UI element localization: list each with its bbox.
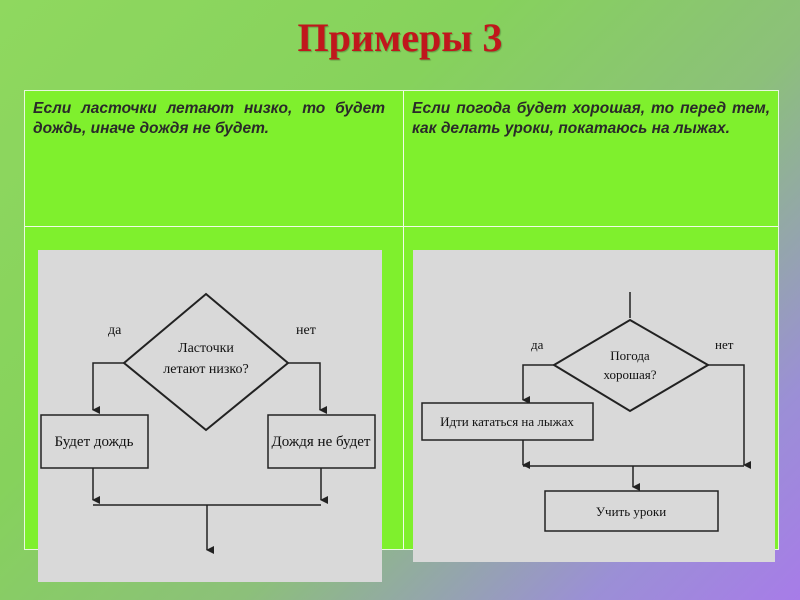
no-branch-line xyxy=(708,364,751,469)
decision-text-line2: хорошая? xyxy=(603,367,656,382)
condition-text-right: Если погода будет хорошая, то перед тем,… xyxy=(412,100,770,137)
table-column-divider xyxy=(403,91,404,549)
yes-branch-line xyxy=(92,362,124,414)
process-box-lessons xyxy=(544,490,719,532)
process-box-ski xyxy=(421,402,594,441)
no-branch-line xyxy=(288,362,327,414)
condition-text-left: Если ласточки летают низко, то будет дож… xyxy=(33,100,385,137)
process-box-no-rain-label: Дождя не будет xyxy=(272,434,371,450)
yes-branch-line xyxy=(522,364,554,404)
decision-diamond xyxy=(122,292,290,432)
slide-title: Примеры 3 xyxy=(297,15,503,60)
decision-diamond xyxy=(552,318,710,413)
flowchart-weather: Погода хорошая? да нет Идти кататься на … xyxy=(413,250,775,562)
yes-label: да xyxy=(531,337,544,352)
decision-text-line1: Ласточки xyxy=(178,341,234,356)
table-row-divider xyxy=(25,226,778,227)
process-box-rain xyxy=(40,414,149,469)
process-box-rain-label: Будет дождь xyxy=(55,434,134,450)
decision-text-line2: летают низко? xyxy=(163,362,248,377)
no-label: нет xyxy=(296,323,316,338)
process-box-ski-label: Идти кататься на лыжах xyxy=(440,414,574,429)
process-box-no-rain xyxy=(267,414,376,469)
yes-label: да xyxy=(108,323,122,338)
process-box-lessons-label: Учить уроки xyxy=(596,504,666,519)
decision-text-line1: Погода xyxy=(610,348,650,363)
no-label: нет xyxy=(715,337,734,352)
flowchart-swallows: Ласточки летают низко? да нет Будет дожд… xyxy=(38,250,382,582)
